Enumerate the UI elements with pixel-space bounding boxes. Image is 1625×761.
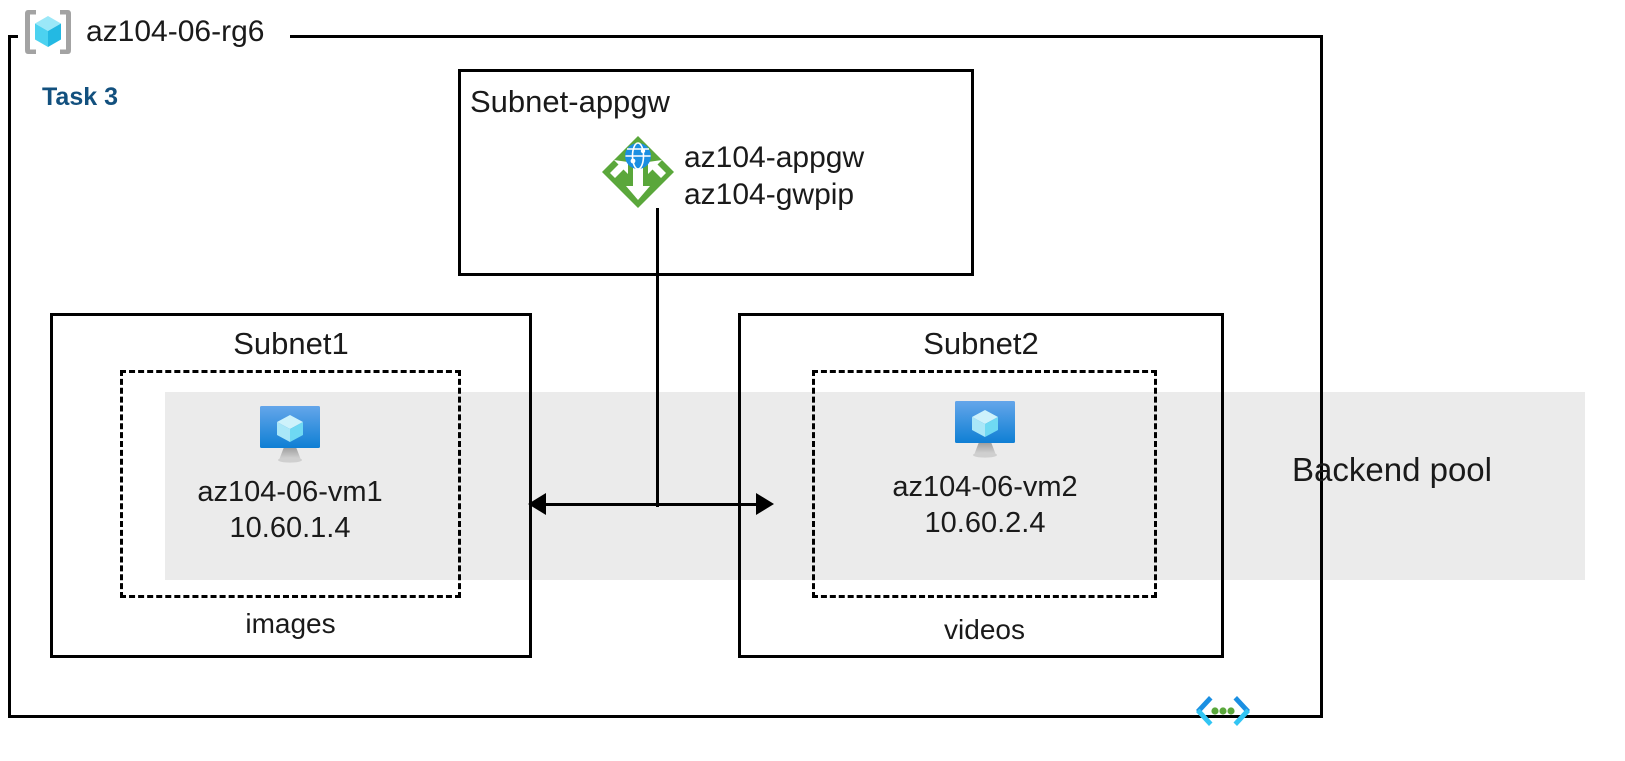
- resource-group-icon: [22, 6, 74, 58]
- subnet-horizontal-connector: [534, 503, 758, 506]
- appgw-vertical-connector: [656, 208, 659, 507]
- appgw-name: az104-appgw: [684, 141, 865, 174]
- subnet1-title: Subnet1: [233, 326, 349, 361]
- resource-group-container: [8, 35, 1323, 718]
- connector-arrow-right: [756, 493, 774, 515]
- task-label: Task 3: [42, 83, 118, 111]
- subnet1-box: [50, 313, 532, 658]
- vm2-group: az104-06-vm2 10.60.2.4: [855, 395, 1115, 541]
- subnet1-caption: images: [245, 608, 336, 639]
- vm1-ip: 10.60.1.4: [229, 512, 351, 544]
- subnet-appgw-title: Subnet-appgw: [470, 84, 670, 119]
- subnet2-dashed-group: [812, 370, 1157, 598]
- virtual-network-icon: [1192, 690, 1254, 734]
- resource-group-border-left-stub: [8, 35, 18, 38]
- appgw-resource-labels: az104-appgw az104-gwpip: [684, 139, 864, 213]
- backend-pool-band: [165, 392, 1585, 580]
- vm2-ip: 10.60.2.4: [924, 507, 1046, 539]
- subnet2-box: [738, 313, 1224, 658]
- gwpip-name: az104-gwpip: [684, 178, 855, 211]
- subnet2-title: Subnet2: [923, 326, 1039, 361]
- virtual-machine-icon: [254, 400, 326, 466]
- vm2-name: az104-06-vm2: [892, 471, 1078, 503]
- connector-arrow-left: [528, 493, 546, 515]
- vm1-name: az104-06-vm1: [197, 476, 383, 508]
- vm1-group: az104-06-vm1 10.60.1.4: [160, 400, 420, 546]
- subnet-appgw-box: [458, 69, 974, 276]
- subnet2-caption: videos: [944, 614, 1025, 645]
- subnet1-dashed-group: [120, 370, 461, 598]
- resource-group-border-right-stub: [290, 35, 1323, 38]
- resource-group-name: az104-06-rg6: [86, 15, 265, 48]
- application-gateway-icon: [600, 134, 676, 210]
- virtual-machine-icon: [949, 395, 1021, 461]
- backend-pool-label: Backend pool: [1292, 451, 1492, 488]
